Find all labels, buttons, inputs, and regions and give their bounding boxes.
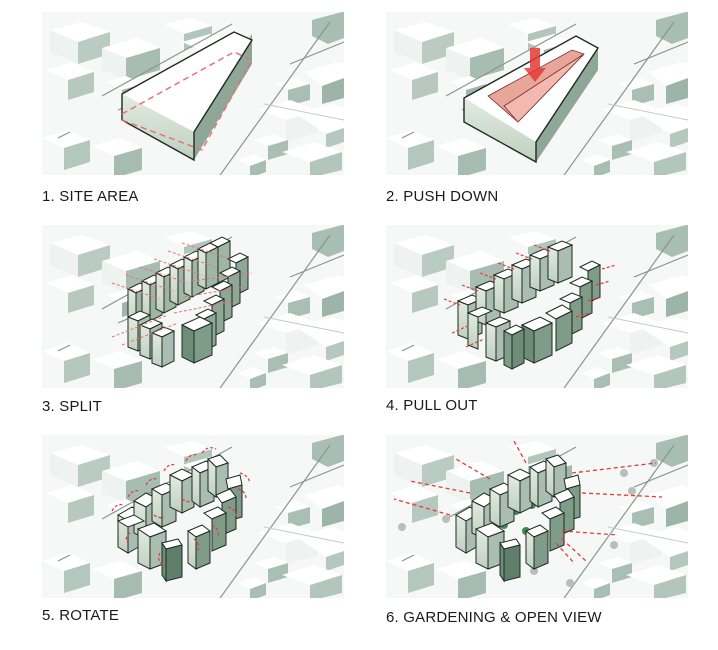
step-5-label: 5. ROTATE xyxy=(42,607,120,624)
step-3-split-illustration xyxy=(42,225,344,388)
step-1-label: 1. SITE AREA xyxy=(42,188,139,205)
step-6-gardening-open-view-illustration xyxy=(386,435,688,598)
context-trees xyxy=(398,459,658,587)
step-2-label: 2. PUSH DOWN xyxy=(386,188,499,205)
tower-row-right xyxy=(180,252,250,364)
step-3-label: 3. SPLIT xyxy=(42,398,102,415)
step-4-label: 4. PULL OUT xyxy=(386,397,478,414)
step-1-site-area-illustration xyxy=(42,12,344,175)
step-4-pull-out-illustration xyxy=(386,225,688,388)
pull-out-arrows xyxy=(443,244,617,348)
site-boundary-dashed-line xyxy=(121,51,254,151)
push-down-arrow-icon xyxy=(524,48,546,82)
step-5-rotate-illustration xyxy=(42,435,344,598)
rotate-arrows xyxy=(111,447,251,566)
tower-row-front xyxy=(126,310,176,368)
open-view-corridors xyxy=(393,440,663,564)
step-2-push-down-illustration xyxy=(386,12,688,175)
step-6-label: 6. GARDENING & OPEN VIEW xyxy=(386,609,602,626)
split-cut-lines xyxy=(111,242,253,346)
